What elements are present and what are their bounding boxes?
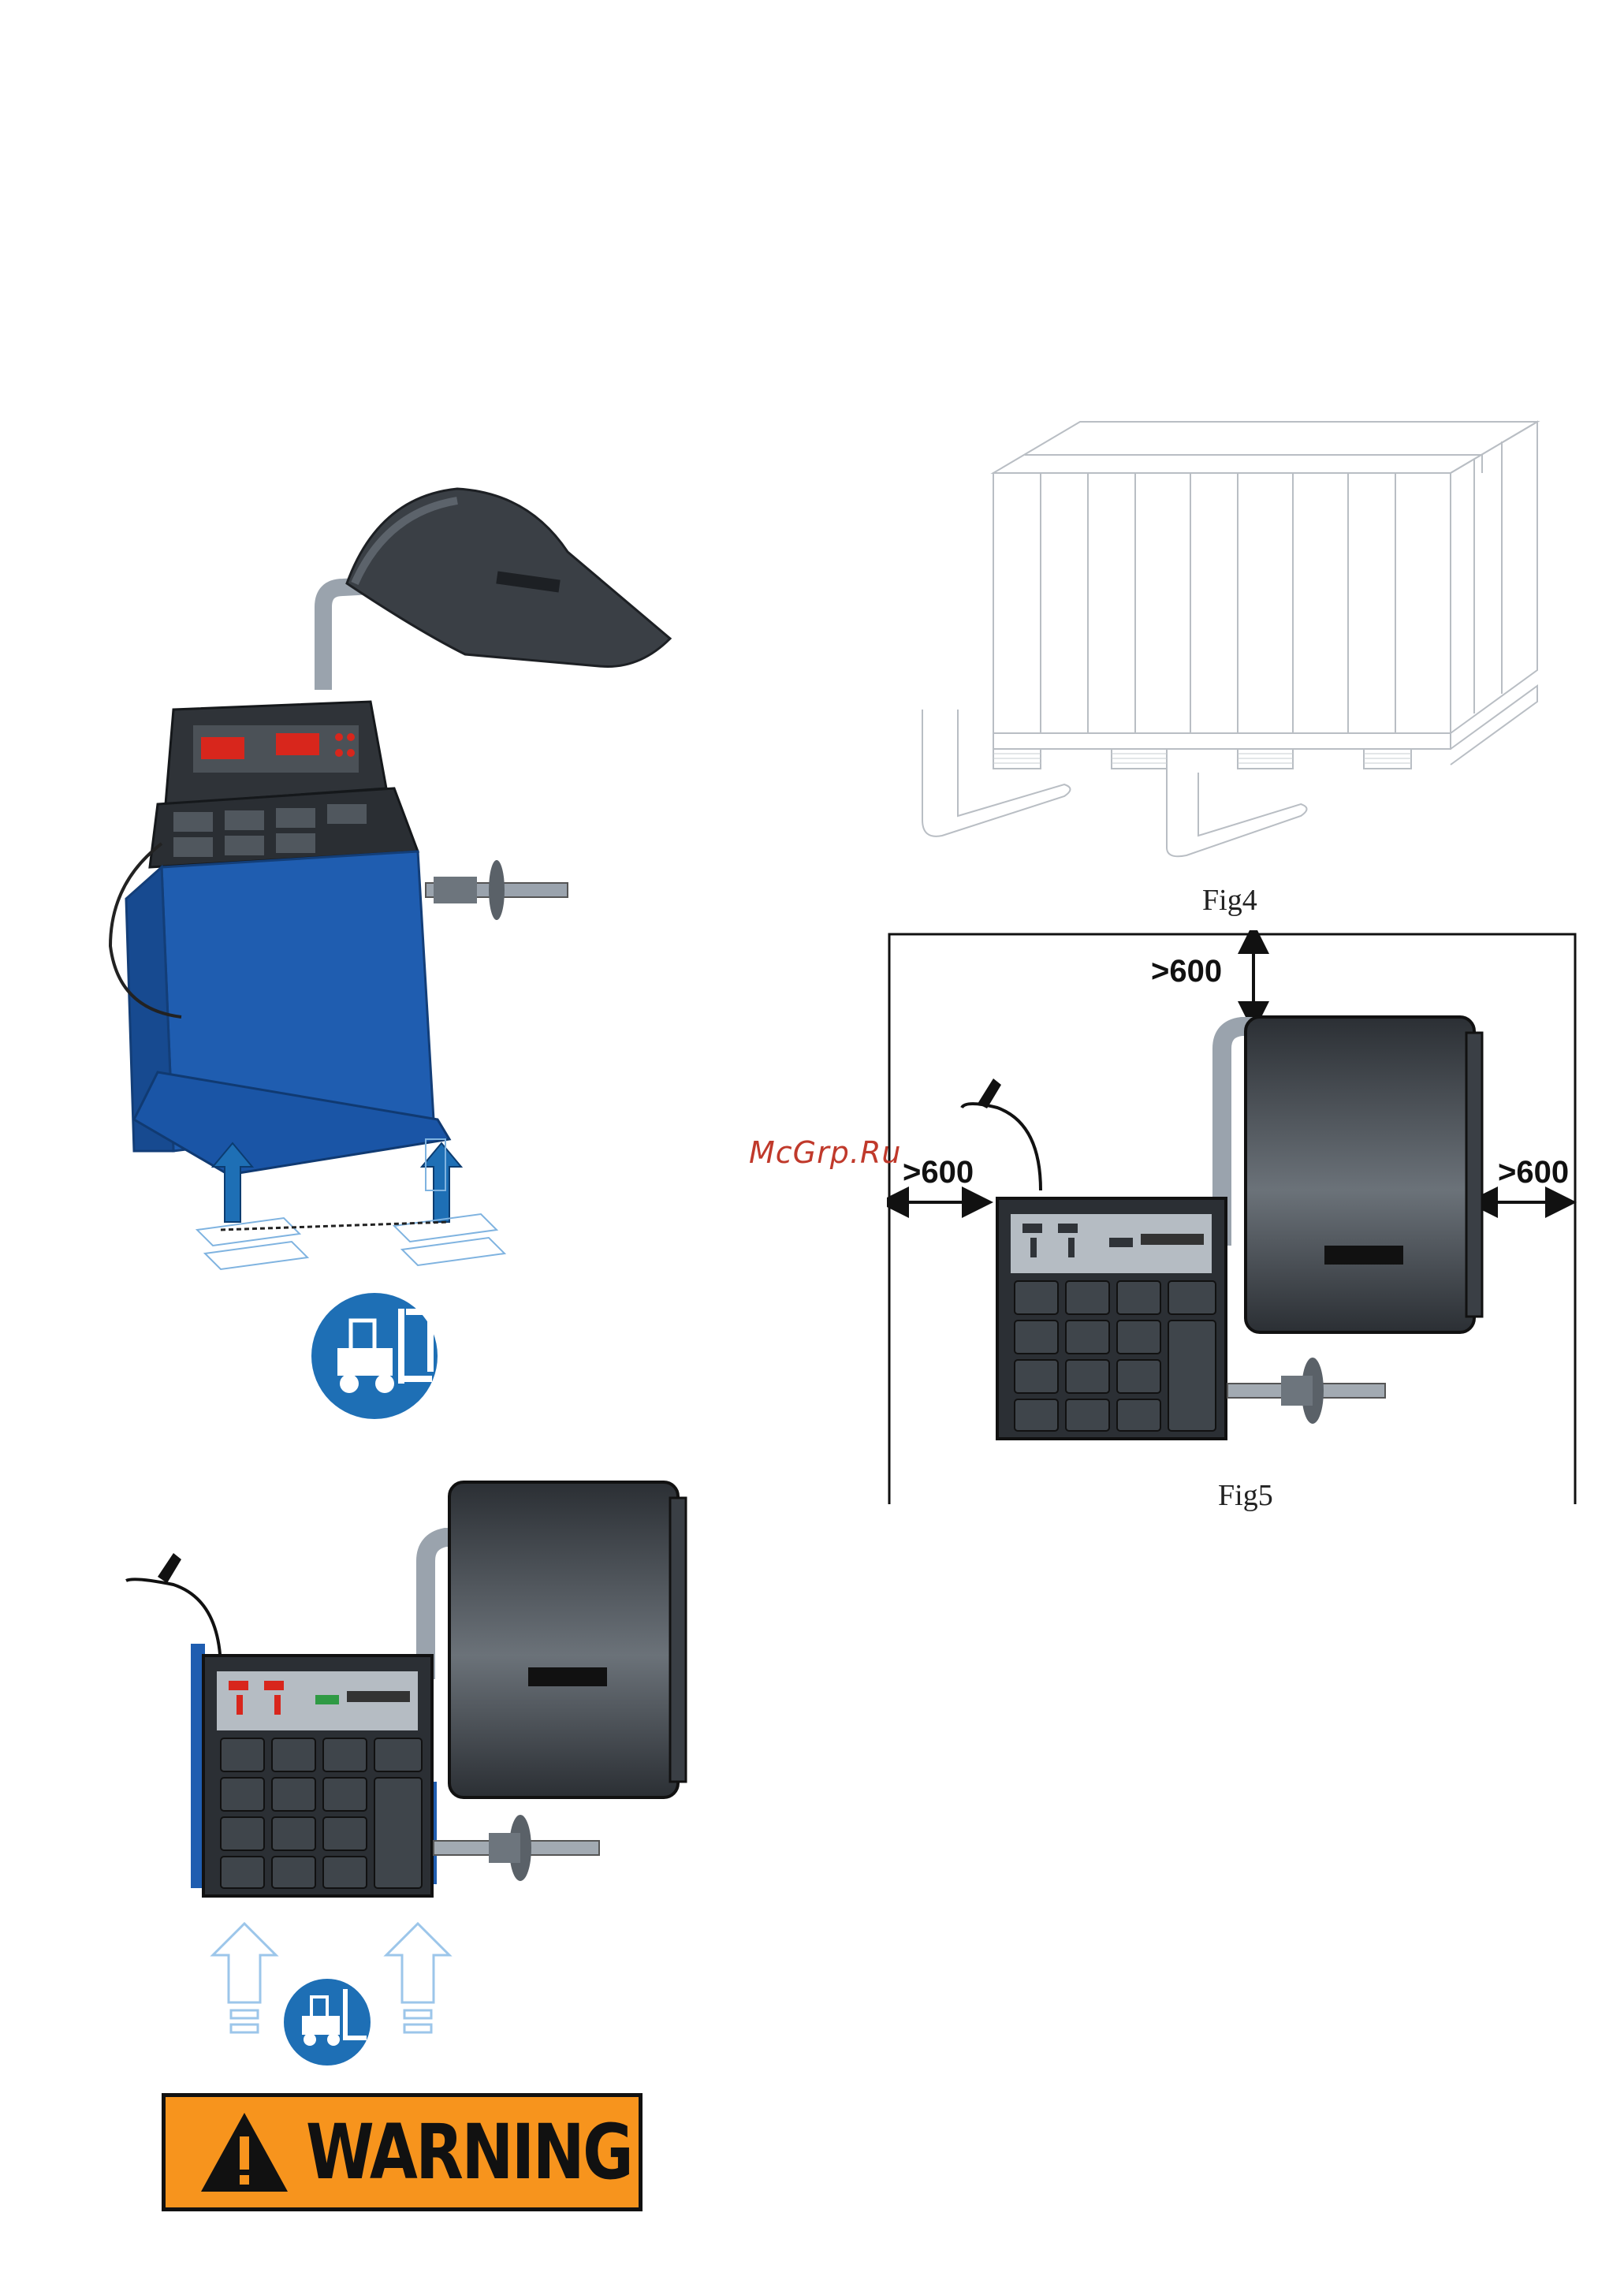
forklift-icon — [284, 1979, 371, 2066]
fig4-pallet-illustration — [907, 402, 1553, 859]
warning-label: WARNING — [306, 2114, 631, 2190]
warning-sign: WARNING — [162, 2093, 643, 2211]
watermark: McGrp.Ru — [749, 1135, 901, 1170]
fig4-caption: Fig4 — [1202, 883, 1257, 918]
balancer-3d-illustration — [87, 473, 702, 1443]
warning-triangle-icon — [197, 2109, 292, 2196]
forklift-icon — [311, 1293, 438, 1419]
power-plug-icon — [126, 1553, 221, 1671]
fig5-clearance-left: >600 — [903, 1155, 974, 1190]
fig5-clearance-right: >600 — [1498, 1155, 1569, 1190]
fig5-clearance-top: >600 — [1151, 954, 1222, 989]
fig5-clearance-diagram: >600 >600 >600 — [887, 930, 1581, 1506]
balancer-front-illustration — [118, 1466, 702, 2081]
fig5-caption: Fig5 — [1218, 1478, 1273, 1513]
